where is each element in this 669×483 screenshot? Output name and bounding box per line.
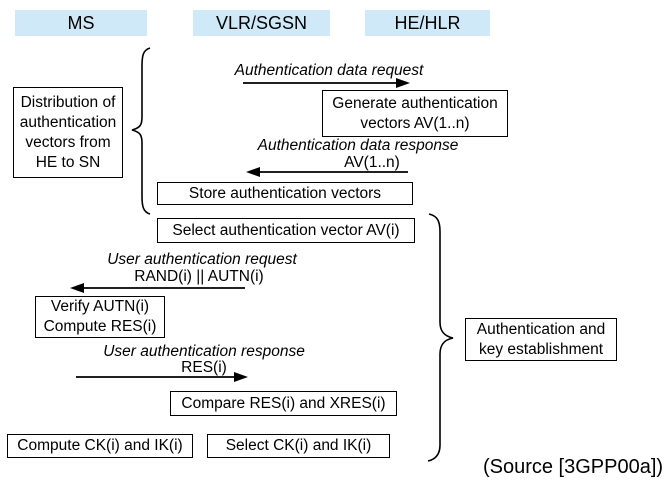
process-box-compute-ck-ik: Compute CK(i) and IK(i) xyxy=(7,434,193,458)
arrow-auth-data-request xyxy=(243,78,410,88)
message-label-auth-data-response: Authentication data response xyxy=(257,137,459,154)
process-box-compare-res: Compare RES(i) and XRES(i) xyxy=(170,391,397,416)
column-header-vlr-sgsn: VLR/SGSN xyxy=(193,10,330,36)
process-box-generate-av: Generate authentication vectors AV(1..n) xyxy=(322,90,508,137)
arrow-auth-data-response xyxy=(246,167,408,177)
column-header-ms: MS xyxy=(15,10,147,36)
brace-right xyxy=(427,213,454,462)
message-payload-av: AV(1..n) xyxy=(344,154,400,171)
column-header-he-hlr: HE/HLR xyxy=(365,10,490,36)
arrow-user-auth-response xyxy=(76,372,248,382)
message-payload-res: RES(i) xyxy=(181,359,227,376)
process-box-select-av: Select authentication vector AV(i) xyxy=(157,218,415,243)
phase-box-auth-key-establishment: Authentication and key establishment xyxy=(465,318,617,361)
message-label-auth-data-request: Authentication data request xyxy=(234,62,424,79)
message-label-user-auth-response: User authentication response xyxy=(103,343,305,360)
arrow-user-auth-request xyxy=(70,283,245,293)
process-box-verify-autn: Verify AUTN(i) Compute RES(i) xyxy=(35,296,165,338)
process-box-select-ck-ik: Select CK(i) and IK(i) xyxy=(207,434,390,458)
process-box-store-av: Store authentication vectors xyxy=(157,182,413,205)
message-label-user-auth-request: User authentication request xyxy=(107,251,297,268)
brace-left xyxy=(131,47,151,215)
source-note: (Source [3GPP00a]) xyxy=(482,456,664,478)
phase-box-distribution: Distribution of authentication vectors f… xyxy=(13,87,123,178)
message-payload-rand-autn: RAND(i) || AUTN(i) xyxy=(134,268,264,285)
